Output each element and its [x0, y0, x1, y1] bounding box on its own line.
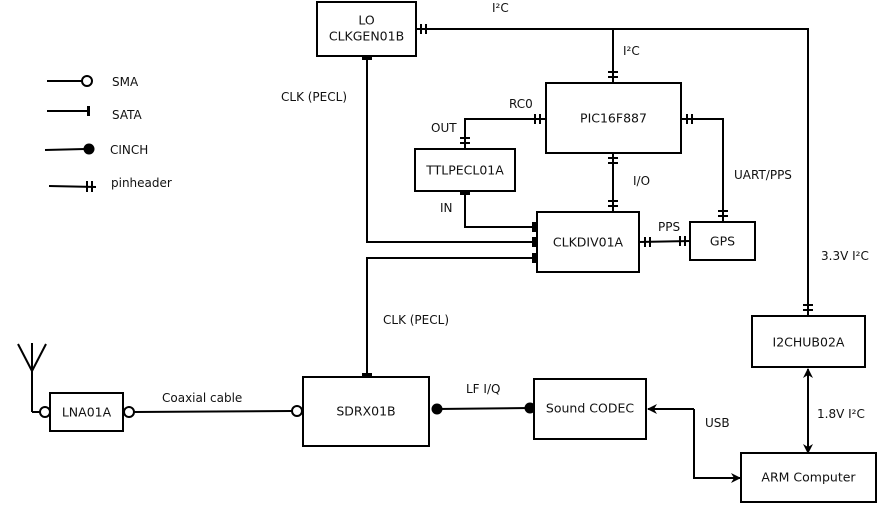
- block-clkgen01b-line2: CLKGEN01B: [329, 29, 404, 44]
- legend: SMA SATA CINCH pinheader: [44, 75, 172, 192]
- block-sound-codec[interactable]: Sound CODEC: [533, 378, 647, 440]
- label-uart-pps: UART/PPS: [734, 168, 792, 182]
- legend-label-sma: SMA: [112, 75, 139, 89]
- label-rc0: RC0: [509, 97, 533, 111]
- block-clkdiv01a[interactable]: CLKDIV01A: [536, 211, 640, 273]
- wire-lf-iq: [436, 407, 531, 410]
- block-i2chub02a[interactable]: I2CHUB02A: [751, 315, 866, 368]
- legend-item-cinch: CINCH: [44, 143, 148, 157]
- block-arm-computer-label: ARM Computer: [761, 470, 856, 485]
- block-clkdiv01a-label: CLKDIV01A: [553, 235, 624, 250]
- block-clkgen01b-line1: LO: [358, 13, 375, 28]
- block-ttlpecl01a[interactable]: TTLPECL01A: [414, 148, 516, 192]
- label-i2c-top: I²C: [492, 1, 509, 15]
- sma-connector-icon: [81, 75, 93, 87]
- legend-item-pinheader: pinheader: [48, 176, 172, 192]
- legend-item-sata: SATA: [47, 106, 143, 122]
- legend-item-sma: SMA: [47, 75, 139, 89]
- antenna-icon: [17, 343, 47, 413]
- wire-clk-pecl-lo: [366, 56, 537, 243]
- label-clk-pecl-top: CLK (PECL): [281, 90, 347, 104]
- block-ttlpecl01a-label: TTLPECL01A: [425, 163, 504, 178]
- block-lna01a-label: LNA01A: [62, 405, 112, 420]
- sata-connector-icon: [87, 106, 90, 116]
- wire-usb: [693, 409, 741, 483]
- label-i2c-18v: 1.8V I²C: [817, 407, 865, 421]
- block-lna01a[interactable]: LNA01A: [49, 392, 124, 432]
- label-pps: PPS: [658, 220, 680, 234]
- label-coax: Coaxial cable: [162, 391, 242, 405]
- legend-label-pinheader: pinheader: [111, 176, 172, 190]
- label-out: OUT: [431, 121, 457, 135]
- block-arm-computer[interactable]: ARM Computer: [740, 452, 877, 503]
- wire-rc0: [464, 118, 546, 149]
- legend-label-cinch: CINCH: [110, 143, 148, 157]
- block-sound-codec-label: Sound CODEC: [546, 401, 634, 416]
- label-lf-iq: LF I/Q: [466, 382, 500, 396]
- label-usb: USB: [705, 416, 730, 430]
- label-in: IN: [440, 201, 453, 215]
- label-i2c-33v: 3.3V I²C: [821, 249, 869, 263]
- legend-label-sata: SATA: [112, 108, 143, 122]
- wire-pps: [638, 240, 691, 243]
- connectors: [362, 24, 813, 415]
- label-io: I/O: [633, 174, 650, 188]
- label-clk-pecl-bottom: CLK (PECL): [383, 313, 449, 327]
- block-sdrx01b[interactable]: SDRX01B: [302, 376, 430, 447]
- block-pic16f887-label: PIC16F887: [580, 111, 647, 126]
- wire-uart-pps: [681, 118, 724, 222]
- block-gps[interactable]: GPS: [689, 221, 756, 261]
- wire-in: [464, 191, 537, 228]
- block-pic16f887[interactable]: PIC16F887: [545, 82, 682, 154]
- cinch-connector-icon: [83, 143, 95, 155]
- wire-i2c-bus: [416, 28, 809, 316]
- wire-coax: [133, 410, 293, 413]
- block-i2chub02a-label: I2CHUB02A: [773, 335, 845, 350]
- block-gps-label: GPS: [710, 234, 735, 249]
- wire-clk-pecl-sdrx: [366, 257, 537, 377]
- block-clkgen01b[interactable]: LO CLKGEN01B: [316, 1, 417, 57]
- block-sdrx01b-label: SDRX01B: [336, 404, 395, 419]
- label-i2c-pic: I²C: [623, 44, 640, 58]
